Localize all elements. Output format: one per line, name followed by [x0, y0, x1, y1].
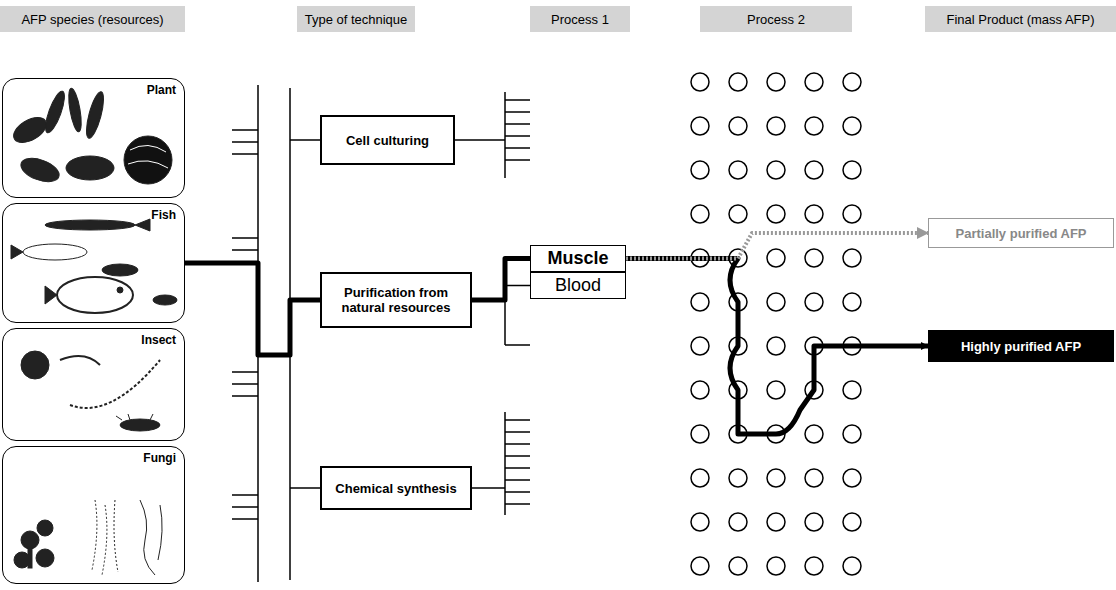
grid-circle	[729, 117, 747, 135]
node-label: Process 2	[747, 12, 805, 27]
grid-circle	[691, 337, 709, 355]
node-label: Chemical synthesis	[335, 481, 456, 496]
tree-lines	[232, 85, 530, 582]
grid-circle	[805, 205, 823, 223]
grid-circle	[729, 469, 747, 487]
grid-circle	[805, 73, 823, 91]
grid-circle	[691, 205, 709, 223]
grid-circle	[843, 117, 861, 135]
connector	[472, 259, 530, 301]
grid-circle	[805, 425, 823, 443]
column-header: Final Product (mass AFP)	[925, 6, 1116, 32]
grid-circle	[691, 293, 709, 311]
column-header: Process 1	[530, 6, 630, 32]
grid-circle	[843, 425, 861, 443]
grid-circle	[767, 205, 785, 223]
grid-circle	[767, 337, 785, 355]
node-label: Muscle	[547, 248, 608, 269]
species-illustrations	[9, 87, 177, 575]
product-box: Partially purified AFP	[928, 218, 1114, 248]
species-box: Insect	[2, 328, 185, 441]
grid-circle	[729, 205, 747, 223]
connector	[626, 259, 928, 435]
grid-circle	[691, 117, 709, 135]
process-box: Blood	[530, 272, 626, 299]
column-header: AFP species (resources)	[0, 6, 185, 32]
grid-circle	[767, 557, 785, 575]
process-grid	[691, 73, 861, 575]
grid-circle	[843, 381, 861, 399]
grid-circle	[729, 513, 747, 531]
grid-circle	[767, 381, 785, 399]
grid-circle	[843, 161, 861, 179]
grid-circle	[843, 469, 861, 487]
node-label: Plant	[147, 83, 176, 97]
grid-circle	[767, 73, 785, 91]
grid-circle	[691, 513, 709, 531]
technique-box: Purification from natural resources	[320, 272, 472, 328]
connector	[626, 233, 928, 259]
grid-circle	[805, 293, 823, 311]
node-label: Process 1	[551, 12, 609, 27]
connector	[472, 286, 530, 301]
grid-circle	[805, 513, 823, 531]
grid-circle	[691, 469, 709, 487]
grid-circle	[805, 469, 823, 487]
grid-circle	[767, 249, 785, 267]
grid-circle	[843, 557, 861, 575]
node-label: Fish	[151, 208, 176, 222]
node-label: Fungi	[143, 451, 176, 465]
technique-box: Cell culturing	[320, 115, 455, 165]
species-box: Fungi	[2, 446, 185, 584]
grid-circle	[805, 557, 823, 575]
connector	[185, 263, 320, 355]
grid-circle	[767, 161, 785, 179]
node-label: AFP species (resources)	[21, 12, 163, 27]
grid-circle	[691, 161, 709, 179]
grid-circle	[691, 381, 709, 399]
grid-circle	[805, 249, 823, 267]
node-label: Insect	[141, 333, 176, 347]
grid-circle	[729, 73, 747, 91]
grid-circle	[691, 425, 709, 443]
grid-circle	[843, 205, 861, 223]
column-header: Process 2	[700, 6, 852, 32]
grid-circle	[767, 469, 785, 487]
grid-circle	[767, 117, 785, 135]
node-label: Partially purified AFP	[956, 226, 1087, 241]
technique-box: Chemical synthesis	[320, 466, 472, 510]
grid-circle	[729, 557, 747, 575]
process-box: Muscle	[530, 245, 626, 272]
species-box: Plant	[2, 78, 185, 198]
fungi-illustration	[14, 500, 162, 575]
node-label: Final Product (mass AFP)	[946, 12, 1094, 27]
grid-circle	[691, 557, 709, 575]
node-label: Type of technique	[305, 12, 408, 27]
node-label: Cell culturing	[346, 133, 429, 148]
grid-circle	[805, 117, 823, 135]
grid-circle	[767, 293, 785, 311]
grid-circle	[843, 513, 861, 531]
insect-illustration	[21, 351, 160, 431]
fish-illustration	[11, 219, 177, 313]
species-box: Fish	[2, 203, 185, 323]
grid-circle	[691, 73, 709, 91]
plant-illustration	[9, 87, 172, 186]
grid-circle	[843, 73, 861, 91]
grid-circle	[805, 161, 823, 179]
column-header: Type of technique	[297, 6, 415, 32]
grid-circle	[729, 161, 747, 179]
product-box: Highly purified AFP	[928, 330, 1114, 362]
grid-circle	[843, 249, 861, 267]
node-label: Highly purified AFP	[961, 339, 1081, 354]
node-label: Purification from natural resources	[330, 285, 462, 315]
grid-circle	[843, 293, 861, 311]
node-label: Blood	[555, 275, 601, 296]
grid-circle	[767, 513, 785, 531]
